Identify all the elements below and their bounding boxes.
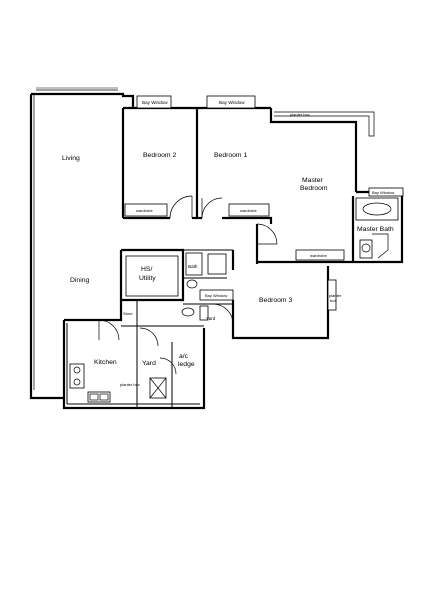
label-planter-box-right-line1: planter — [329, 293, 342, 298]
label-bath: Bath — [188, 264, 198, 269]
label-yard: Yard — [142, 360, 156, 367]
label-bay-window-b3: Bay Window — [205, 293, 227, 298]
label-planter-box: planter box — [290, 112, 310, 117]
label-bedroom-3: Bedroom 3 — [259, 297, 292, 304]
wardrobes — [124, 203, 345, 261]
label-planter-box-right-line2: box — [330, 298, 336, 303]
label-wardrobe-master: wardrobe — [310, 253, 327, 258]
bay-windows — [136, 95, 404, 301]
label-wardrobe-b1: wardrobe — [240, 208, 257, 213]
label-living: Living — [62, 155, 80, 162]
label-dining: Dining — [70, 277, 89, 284]
doors — [98, 195, 278, 375]
label-store: Store — [123, 311, 133, 316]
label-ac-line1: a/c — [179, 353, 189, 360]
room-labels: Living Dining Bedroom 2 Bedroom 1 Master… — [62, 152, 394, 368]
label-planter-box-lower: planter box — [120, 382, 140, 387]
label-kitchen: Kitchen — [94, 359, 117, 366]
label-ac-line2: ledge — [178, 361, 195, 368]
label-master-line2: Bedroom — [300, 185, 328, 192]
label-hs-line2: Utility — [139, 275, 156, 282]
fixtures — [69, 197, 399, 403]
label-bay-window-b2: Bay Window — [142, 100, 168, 105]
label-bay-window-master: Bay Window — [372, 190, 394, 195]
label-yard-small: Yard — [206, 316, 216, 321]
label-bedroom-1: Bedroom 1 — [214, 152, 247, 159]
label-hs-line1: HS/ — [141, 266, 152, 273]
fixture-labels: Bay Window Bay Window Bay Window Bay Win… — [120, 100, 394, 387]
label-master-bath: Master Bath — [357, 226, 394, 233]
label-bedroom-2: Bedroom 2 — [143, 152, 176, 159]
label-wardrobe-b2: wardrobe — [136, 208, 153, 213]
label-master-line1: Master — [302, 177, 324, 184]
outer-walls — [29, 87, 404, 410]
label-bay-window-b1: Bay Window — [219, 100, 245, 105]
